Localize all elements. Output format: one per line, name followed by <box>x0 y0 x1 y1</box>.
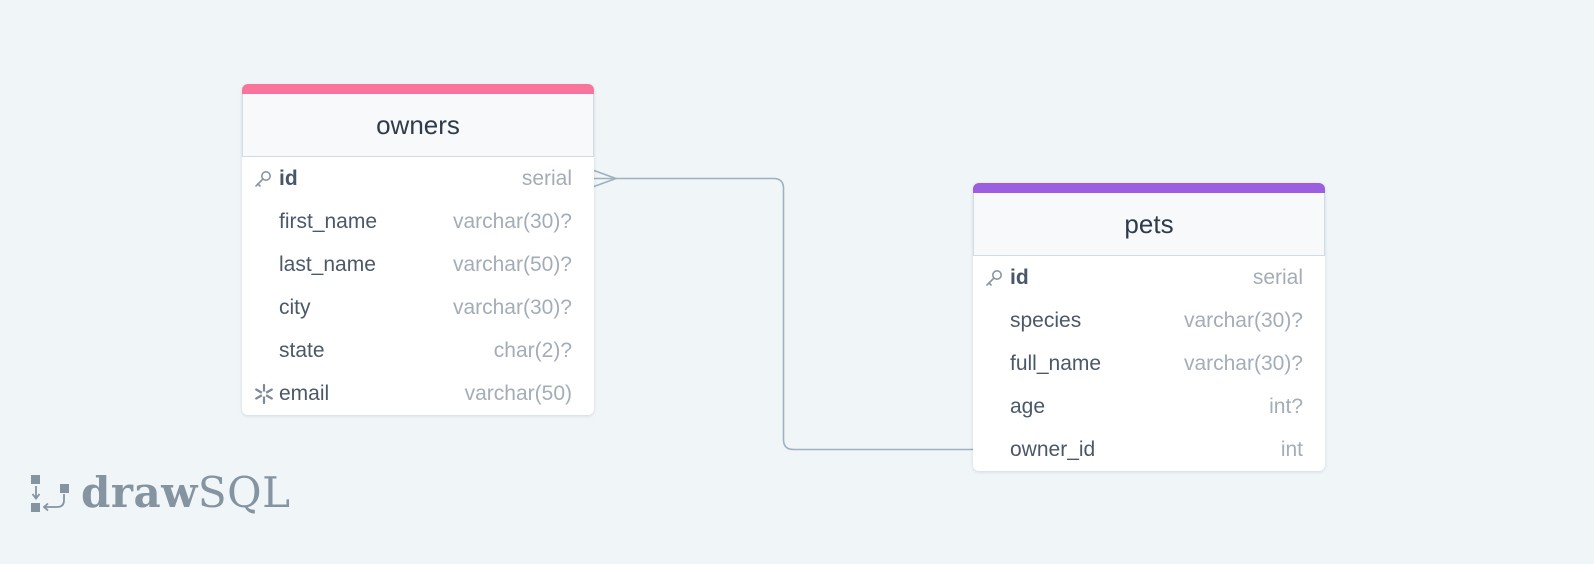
table-accent-bar <box>242 84 594 94</box>
column-type: varchar(30)? <box>452 209 572 233</box>
column-type: serial <box>521 166 572 190</box>
column-name: city <box>279 295 311 319</box>
column-name: email <box>279 381 330 405</box>
column-row-age[interactable]: age int? <box>973 385 1325 428</box>
column-type: int? <box>1269 394 1303 418</box>
table-title[interactable]: owners <box>242 94 594 157</box>
column-name: id <box>1010 265 1029 289</box>
column-row-first-name[interactable]: first_name varchar(30)? <box>242 200 594 243</box>
column-row-email[interactable]: email varchar(50) <box>242 372 594 415</box>
column-name: first_name <box>279 209 378 233</box>
logo-text-regular: SQL <box>197 468 291 517</box>
column-row-city[interactable]: city varchar(30)? <box>242 286 594 329</box>
drawsql-logo-icon <box>31 475 69 512</box>
column-row-owner-id[interactable]: owner_id int <box>973 428 1325 471</box>
key-icon <box>253 157 273 200</box>
column-row-full-name[interactable]: full_name varchar(30)? <box>973 342 1325 385</box>
column-type: varchar(50)? <box>452 252 572 276</box>
column-list: id serial species varchar(30)? full_name varc… <box>973 256 1325 471</box>
drawsql-logo-wordmark: drawSQL <box>81 472 290 514</box>
column-type: varchar(30)? <box>1183 351 1303 375</box>
logo-text-bold: draw <box>81 468 198 517</box>
column-name: species <box>1010 308 1082 332</box>
table-owners[interactable]: owners id serial first_name varchar(30)? las… <box>242 84 594 415</box>
column-type: varchar(30)? <box>1183 308 1303 332</box>
column-row-state[interactable]: state char(2)? <box>242 329 594 372</box>
column-type: int <box>1280 437 1303 461</box>
column-name: full_name <box>1010 351 1102 375</box>
column-name: last_name <box>279 252 376 276</box>
column-type: varchar(30)? <box>452 295 572 319</box>
key-icon <box>984 256 1004 299</box>
column-type: char(2)? <box>493 338 572 362</box>
column-row-species[interactable]: species varchar(30)? <box>973 299 1325 342</box>
drawsql-logo: drawSQL <box>31 470 290 516</box>
column-name: state <box>279 338 325 362</box>
table-title[interactable]: pets <box>973 193 1325 256</box>
column-name: id <box>279 166 298 190</box>
column-type: serial <box>1252 265 1303 289</box>
column-type: varchar(50) <box>464 381 572 405</box>
relationship-line[interactable] <box>594 177 973 451</box>
table-accent-bar <box>973 183 1325 193</box>
column-row-last-name[interactable]: last_name varchar(50)? <box>242 243 594 286</box>
column-row-id[interactable]: id serial <box>242 157 594 200</box>
crows-foot-many-marker <box>593 169 619 188</box>
column-name: owner_id <box>1010 437 1096 461</box>
snowflake-icon <box>253 372 275 415</box>
table-title-label: owners <box>376 109 460 140</box>
table-title-label: pets <box>1124 208 1174 239</box>
column-name: age <box>1010 394 1046 418</box>
column-row-id[interactable]: id serial <box>973 256 1325 299</box>
